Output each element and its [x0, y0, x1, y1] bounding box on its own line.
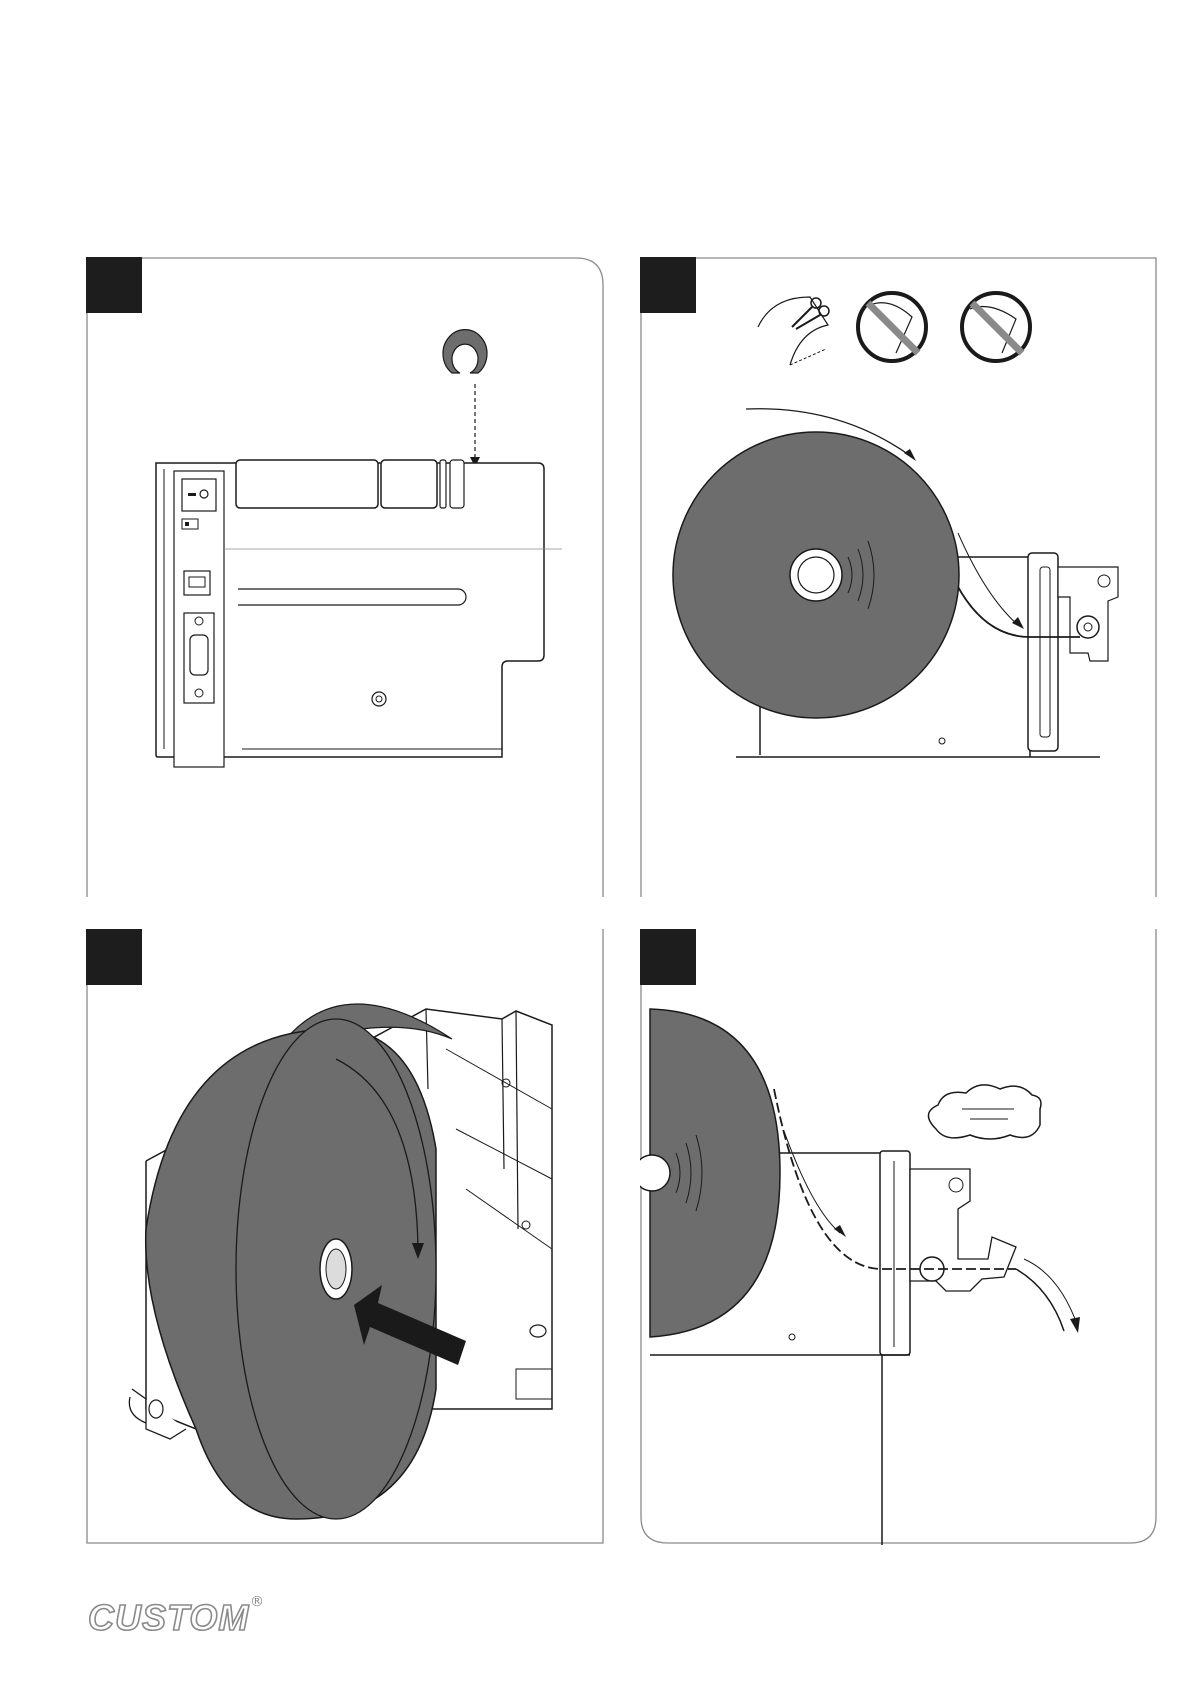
- spacer-clip-icon: [443, 330, 487, 373]
- step-panel-1: [86, 257, 604, 897]
- step-panel-3: [86, 929, 604, 1545]
- registered-mark: ®: [250, 1594, 264, 1610]
- custom-logo-mark: CUSTOM: [86, 1594, 276, 1640]
- svg-text:CUSTOM: CUSTOM: [88, 1597, 249, 1638]
- cloud-icon: [928, 1085, 1041, 1139]
- scissors-cut-icon: [758, 297, 829, 365]
- prohibited-folded-edge-icon: [962, 293, 1030, 361]
- prohibited-torn-edge-icon: [858, 293, 926, 361]
- insert-roll-illustration: [86, 929, 604, 1545]
- printer-rear-illustration: [86, 257, 604, 897]
- presenter-loading-illustration: [640, 929, 1157, 1545]
- step-panel-4: [640, 929, 1157, 1545]
- paper-feed-illustration: [640, 257, 1157, 897]
- custom-logo: CUSTOM ®: [86, 1594, 276, 1640]
- step-panel-2: [640, 257, 1157, 897]
